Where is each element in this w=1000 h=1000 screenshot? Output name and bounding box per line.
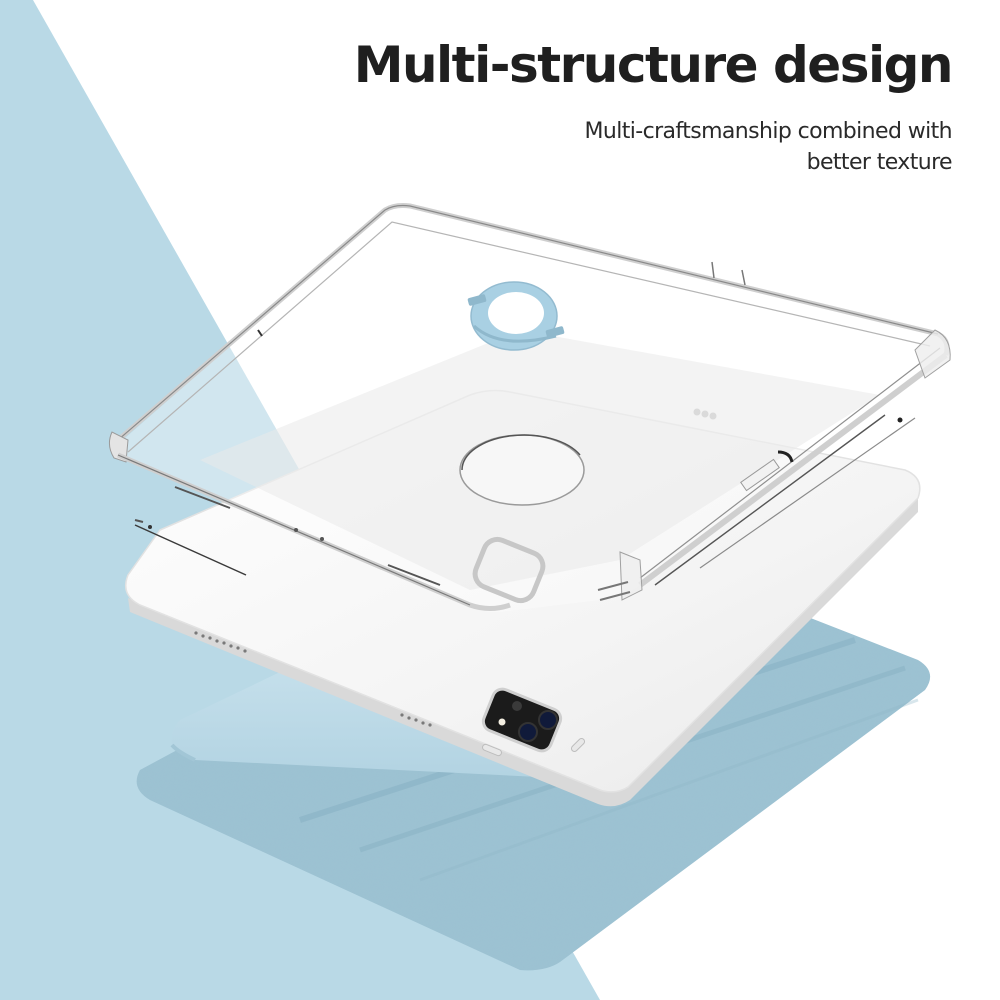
clear-case [108,203,951,613]
page-subtitle: Multi-craftsmanship combined with better… [492,116,953,178]
connector-dots-icon [693,408,717,420]
subtitle-line-2: better texture [806,150,953,175]
page-title: Multi-structure design [353,36,954,94]
magnetic-ring [467,281,565,351]
subtitle-line-1: Multi-craftsmanship combined with [584,119,953,144]
speaker-grille-icon [194,631,432,727]
camera-module-icon [481,687,563,753]
